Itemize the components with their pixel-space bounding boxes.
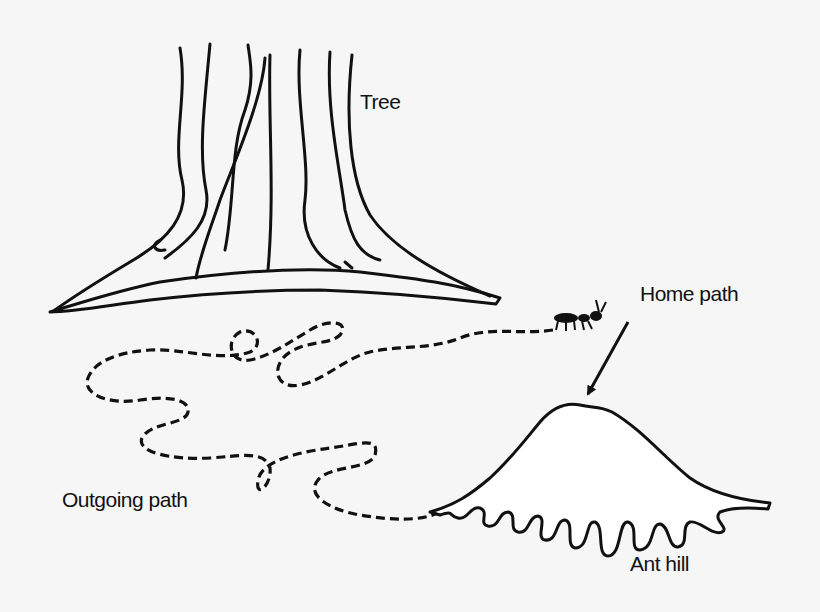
text-label: Home path [640,282,738,305]
leader-arrow [588,322,628,394]
text-label: Ant hill [630,552,689,575]
tree [50,44,500,312]
text-label: Tree [360,90,400,113]
ant-hill [430,404,770,556]
text-label: Outgoing path [62,488,187,511]
ant [554,300,606,331]
